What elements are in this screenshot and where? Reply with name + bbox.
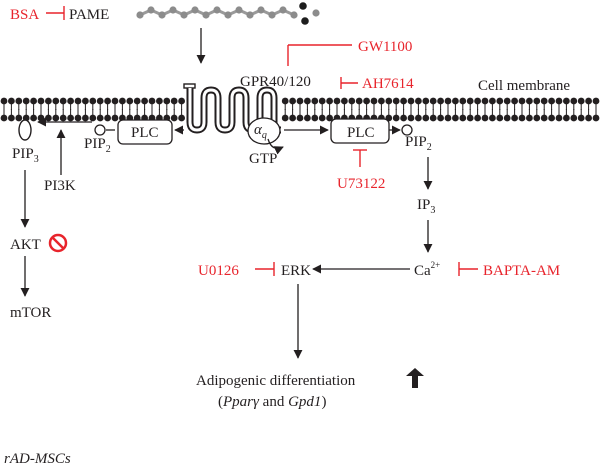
ah7614-label: AH7614 <box>362 76 414 92</box>
gw1100-label: GW1100 <box>358 39 412 55</box>
genes-label: (Pparγ and Gpd1) <box>218 394 326 410</box>
pame-molecule-icon <box>136 2 320 25</box>
pi3k-label: PI3K <box>44 178 76 194</box>
prohibition-icon <box>48 233 68 253</box>
akt-label: AKT <box>10 237 41 253</box>
cell-membrane-label: Cell membrane <box>478 78 570 94</box>
u73122-label: U73122 <box>337 176 385 192</box>
receptor-label: GPR40/120 <box>240 74 311 90</box>
bapta-am-label: BAPTA-AM <box>483 263 560 279</box>
u0126-label: U0126 <box>198 263 239 279</box>
pip2-left-label: PIP2 <box>84 136 111 155</box>
cell-type-label: rAD-MSCs <box>4 451 71 467</box>
bsa-label: BSA <box>10 7 39 23</box>
plc-left-box <box>117 119 173 145</box>
pip3-label: PIP3 <box>12 146 39 165</box>
erk-label: ERK <box>281 263 311 279</box>
plc-right-label: PLC <box>347 125 375 141</box>
pip3-channel-icon <box>18 119 32 141</box>
pip2-right-node <box>401 124 413 136</box>
alpha-q-label: αq <box>254 122 267 141</box>
pip2-left-node <box>94 124 106 136</box>
calcium-label: Ca2+ <box>414 260 440 279</box>
alpha-q-icon <box>247 117 281 145</box>
cell-membrane <box>0 97 600 122</box>
pame-label: PAME <box>69 7 109 23</box>
plc-left-label: PLC <box>131 125 159 141</box>
gtp-label: GTP <box>249 151 277 167</box>
plc-right-box <box>330 118 390 144</box>
gpcr-receptor-icon <box>183 83 282 134</box>
gtp-curve-arrow <box>267 138 284 155</box>
up-arrow-icon <box>406 368 424 388</box>
adipogenic-label: Adipogenic differentiation <box>196 373 356 389</box>
ip3-label: IP3 <box>417 197 435 216</box>
mtor-label: mTOR <box>10 305 51 321</box>
pip2-right-label: PIP2 <box>405 134 432 153</box>
